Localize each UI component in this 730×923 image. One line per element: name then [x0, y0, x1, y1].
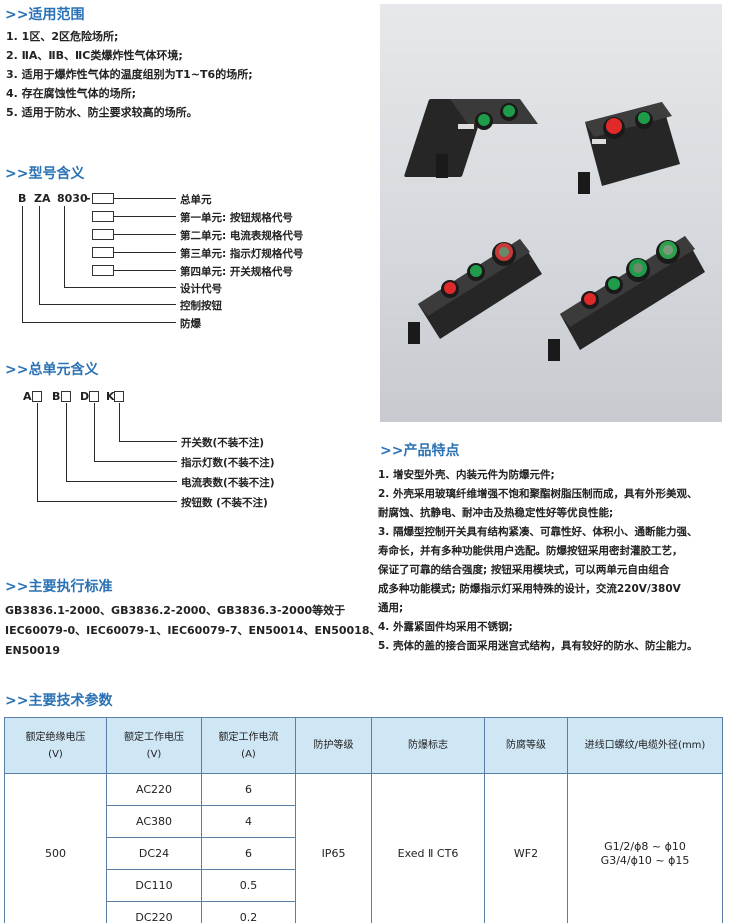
label-design-code: 设计代号	[180, 283, 222, 295]
scope-list: 1. 1区、2区危险场所; 2. ⅡA、ⅡB、ⅡC类爆炸性气体环境; 3. 适用…	[6, 27, 253, 122]
heading-model-meaning: >>型号含义	[5, 166, 85, 182]
cell-voltage: AC220	[106, 773, 202, 806]
model-code-number: 8030	[57, 192, 88, 205]
cell-voltage: DC24	[106, 837, 202, 870]
label-main-unit: 总单元	[180, 194, 212, 206]
features-list: 1. 增安型外壳、内装元件为防爆元件; 2. 外壳采用玻璃纤维增强不饱和聚酯树脂…	[378, 466, 697, 656]
label-unit-1: 第一单元: 按钮规格代号	[180, 212, 293, 224]
col-working-current: 额定工作电流(A)	[201, 717, 296, 774]
cell-current: 0.2	[201, 901, 296, 923]
cell-voltage: DC220	[106, 901, 202, 923]
cell-current: 0.5	[201, 869, 296, 902]
list-item: 成多种功能模式; 防爆指示灯采用特殊的设计，交流220V/380V	[378, 583, 681, 595]
list-item: 1. 1区、2区危险场所;	[6, 30, 119, 43]
heading-standards: >>主要执行标准	[5, 579, 113, 595]
table-row: AC380 4	[5, 805, 723, 838]
code-b: B	[52, 390, 61, 403]
cell-anticorrosion: WF2	[484, 773, 568, 923]
cell-voltage: DC110	[106, 869, 202, 902]
list-item: 2. 外壳采用玻璃纤维增强不饱和聚酯树脂压制而成，具有外形美观、	[378, 488, 698, 500]
list-item: 保证了可靠的结合强度; 按钮采用模块式，可以两单元自由组合	[378, 564, 670, 576]
unit-box	[92, 193, 114, 204]
table-row: 500 AC220 6 IP65 Exed Ⅱ CT6 WF2 G1/2/ϕ8 …	[4, 773, 723, 923]
list-item: 耐腐蚀、抗静电、耐冲击及热稳定性好等优良性能;	[378, 507, 614, 519]
list-item: 3. 适用于爆炸性气体的温度组别为T1~T6的场所;	[6, 68, 253, 81]
cell-voltage: AC380	[106, 805, 202, 838]
list-item: 5. 壳体的盖的接合面采用迷宫式结构，具有较好的防水、防尘能力。	[378, 640, 698, 652]
list-item: 1. 增安型外壳、内装元件为防爆元件;	[378, 469, 555, 481]
label-button-count: 按钮数 (不装不注)	[181, 497, 268, 509]
control-box-4-unit	[548, 236, 705, 361]
col-working-voltage: 额定工作电压(V)	[106, 717, 202, 774]
model-code-dash: -	[86, 192, 91, 205]
col-anticorrosion-level: 防腐等级	[484, 717, 568, 774]
list-item: 通用;	[378, 602, 404, 614]
label-unit-2: 第二单元: 电流表规格代号	[180, 230, 304, 242]
table-header-row: 额定绝缘电压(V) 额定工作电压(V) 额定工作电流(A) 防护等级 防爆标志 …	[4, 717, 723, 774]
label-control-button: 控制按钮	[180, 300, 222, 312]
code-d: D	[80, 390, 90, 403]
label-explosion-proof: 防爆	[180, 318, 201, 330]
unit-box	[92, 211, 114, 222]
tech-params-table: 额定绝缘电压(V) 额定工作电压(V) 额定工作电流(A) 防护等级 防爆标志 …	[4, 717, 723, 923]
label-indicator-count: 指示灯数(不装不注)	[181, 457, 275, 469]
table-row: DC220 0.2	[5, 901, 723, 923]
standards-text: GB3836.1-2000、GB3836.2-2000、GB3836.3-200…	[5, 604, 381, 657]
label-ammeter-count: 电流表数(不装不注)	[181, 477, 275, 489]
heading-main-unit: >>总单元含义	[5, 362, 99, 378]
list-item: 2. ⅡA、ⅡB、ⅡC类爆炸性气体环境;	[6, 49, 183, 62]
table-row: DC24 6	[5, 837, 723, 870]
list-item: 4. 存在腐蚀性气体的场所;	[6, 87, 137, 100]
col-protection-level: 防护等级	[295, 717, 372, 774]
code-k: K	[106, 390, 115, 403]
list-item: 5. 适用于防水、防尘要求较高的场所。	[6, 106, 198, 119]
control-box-3-unit	[408, 239, 542, 344]
unit-box	[92, 265, 114, 276]
model-code-b: B	[18, 192, 27, 205]
product-photo	[380, 4, 722, 422]
col-explosion-mark: 防爆标志	[371, 717, 485, 774]
list-item: 寿命长，并有多种功能供用户选配。防爆按钮采用密封灌胶工艺，	[378, 545, 683, 557]
label-unit-4: 第四单元: 开关规格代号	[180, 266, 293, 278]
label-unit-3: 第三单元: 指示灯规格代号	[180, 248, 304, 260]
unit-box	[92, 229, 114, 240]
list-item: 3. 隔爆型控制开关具有结构紧凑、可靠性好、体积小、通断能力强、	[378, 526, 698, 538]
cell-current: 6	[201, 773, 296, 806]
heading-scope: >>适用范围	[5, 7, 85, 23]
label-switch-count: 开关数(不装不注)	[181, 437, 265, 449]
unit-box	[92, 247, 114, 258]
cell-current: 6	[201, 837, 296, 870]
col-thread-cable: 进线口螺纹/电缆外径(mm)	[567, 717, 723, 774]
heading-features: >>产品特点	[380, 443, 460, 459]
code-a: A	[23, 390, 32, 403]
list-item: 4. 外露紧固件均采用不锈钢;	[378, 621, 513, 633]
cell-explosion-mark: Exed Ⅱ CT6	[371, 773, 485, 923]
model-code-za: ZA	[34, 192, 51, 205]
col-insulation-voltage: 额定绝缘电压(V)	[4, 717, 107, 774]
cell-current: 4	[201, 805, 296, 838]
heading-tech-params: >>主要技术参数	[5, 693, 113, 709]
cell-protection: IP65	[295, 773, 372, 923]
control-box-2-button	[404, 99, 538, 178]
control-box-red-green	[578, 102, 680, 194]
cell-insulation-voltage: 500	[4, 773, 107, 923]
